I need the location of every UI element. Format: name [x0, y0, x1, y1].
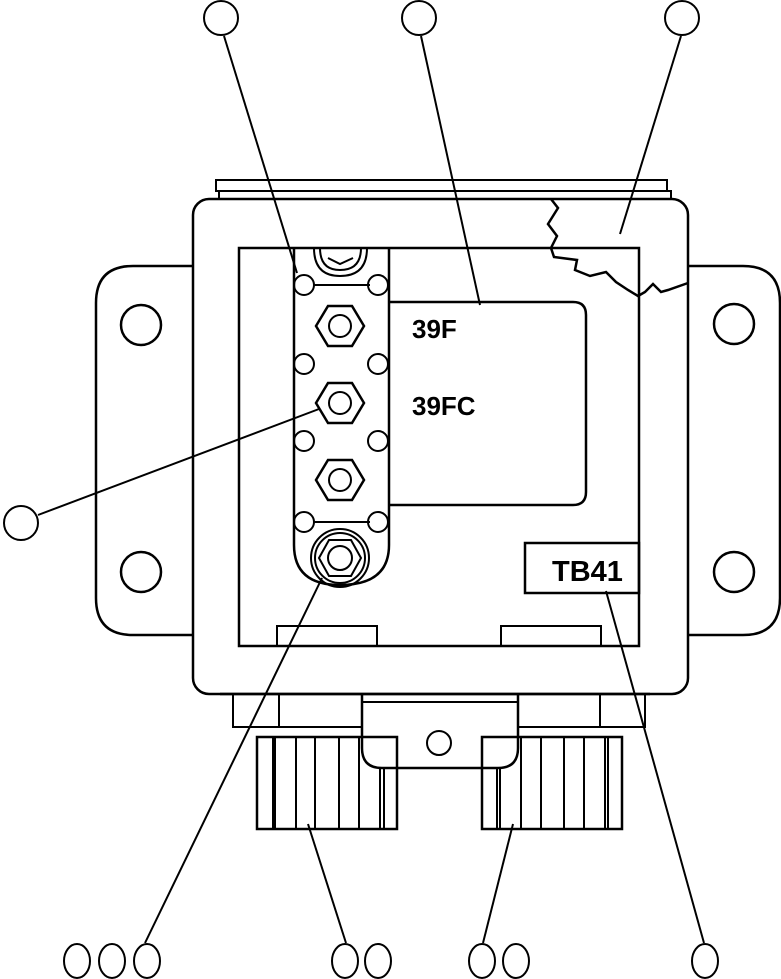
right-mounting-flange	[688, 264, 781, 637]
label-39F: 39F	[412, 314, 457, 344]
terminal-block-tag	[523, 541, 641, 595]
label-TB41: TB41	[552, 556, 623, 588]
callout-top-1	[203, 0, 239, 36]
callout-top-2	[401, 0, 437, 36]
terminal-stud-39F	[314, 304, 366, 348]
callout-bubbles	[3, 0, 719, 979]
callout-bottom-2a	[331, 943, 359, 979]
bottom-bracket	[220, 692, 650, 770]
cover-strip	[215, 179, 668, 192]
callout-bottom-2b	[364, 943, 392, 979]
connector-left	[255, 735, 399, 831]
callout-bottom-1b	[98, 943, 126, 979]
callout-bottom-3a	[468, 943, 496, 979]
callout-bottom-1c	[133, 943, 161, 979]
bottom-slot-left	[276, 625, 378, 647]
connector-right	[480, 735, 624, 831]
bottom-slot-right	[500, 625, 602, 647]
callout-bottom-4	[691, 943, 719, 979]
bracket-hole-icon	[426, 730, 452, 756]
callout-top-3	[664, 0, 700, 36]
cutaway-break-line	[546, 198, 689, 298]
mounting-hole-icon	[712, 302, 756, 346]
leader-lines	[37, 35, 705, 944]
terminal-strip	[292, 247, 391, 588]
label-plate	[389, 300, 588, 507]
label-39FC: 39FC	[412, 391, 476, 421]
mounting-hole-icon	[712, 550, 756, 594]
terminal-stud-top	[313, 247, 368, 278]
callout-bottom-3b	[502, 943, 530, 979]
enclosure-inner-panel	[237, 246, 641, 648]
terminal-stud-39FC	[314, 381, 366, 425]
left-mounting-flange	[94, 264, 193, 637]
terminal-stud-ground	[310, 528, 370, 588]
terminal-stud-4	[314, 458, 366, 502]
callout-left-1	[3, 505, 39, 541]
callout-bottom-1a	[63, 943, 91, 979]
mounting-hole-icon	[119, 303, 163, 347]
mounting-hole-icon	[119, 550, 163, 594]
